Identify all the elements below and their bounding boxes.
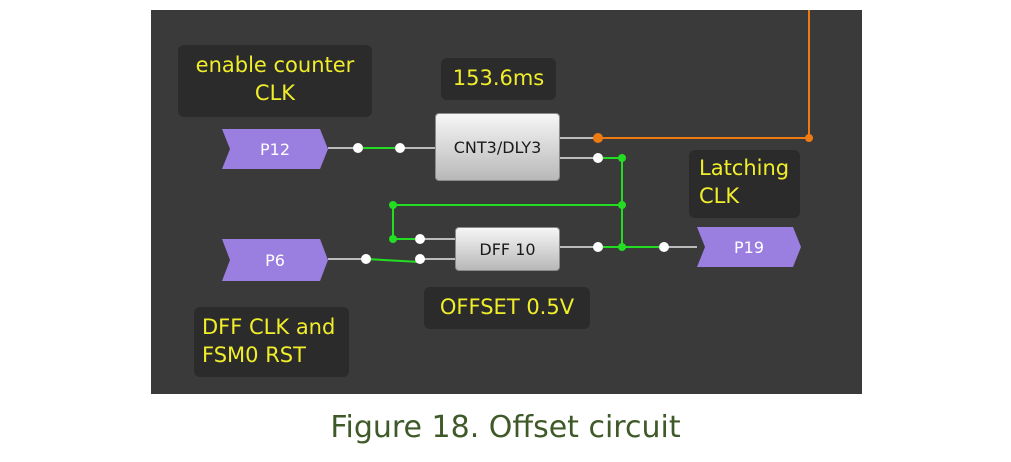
node-dff-in1 (415, 234, 425, 244)
node-p19-in (659, 242, 669, 252)
pin-p6-label: P6 (265, 250, 285, 270)
pin-p19-label: P19 (733, 237, 764, 257)
note-delay: 153.6ms (441, 58, 556, 100)
figure-caption: Figure 18. Offset circuit (330, 410, 681, 445)
note-dff-line2: FSM0 RST (202, 343, 306, 367)
pin-p12-label: P12 (259, 139, 290, 159)
node-cnt-out1 (593, 133, 603, 143)
node-p6-out (361, 254, 371, 264)
green-wire-cnt-out (598, 157, 623, 247)
node-junction-left-top (389, 201, 397, 209)
note-latching-line2: CLK (699, 184, 740, 208)
note-offset-text: OFFSET 0.5V (439, 295, 575, 319)
pin-p19[interactable]: P19 (697, 227, 801, 267)
node-junction-mid (618, 201, 626, 209)
note-latching-clk: Latching CLK (689, 150, 800, 218)
node-orange-corner (805, 134, 813, 142)
note-enable-line2: CLK (254, 81, 296, 105)
pin-p12-shape (222, 129, 328, 169)
orange-wire (598, 10, 810, 139)
note-enable-counter-clk: enable counter CLK (178, 45, 372, 117)
pin-p6[interactable]: P6 (222, 239, 328, 281)
note-dff-line1: DFF CLK and (202, 315, 336, 339)
node-cnt-in (395, 143, 405, 153)
node-cnt-out2 (593, 153, 603, 163)
dff10-block[interactable]: DFF 10 (455, 227, 560, 271)
node-junction-top (618, 154, 626, 162)
pin-p12[interactable]: P12 (222, 129, 328, 169)
node-junction-left-bottom (389, 235, 397, 243)
node-dff-out (593, 242, 603, 252)
note-latching-line1: Latching (699, 156, 790, 180)
note-dff-clk-fsm-rst: DFF CLK and FSM0 RST (194, 307, 349, 377)
cnt3-dly3-label: CNT3/DLY3 (453, 137, 542, 157)
green-wire-feedback (392, 204, 622, 240)
green-wire-p6-dff (365, 258, 421, 263)
node-dff-in2 (415, 254, 425, 264)
cnt3-dly3-block[interactable]: CNT3/DLY3 (435, 113, 560, 181)
note-delay-text: 153.6ms (452, 66, 545, 90)
node-p12-out (353, 143, 363, 153)
pin-p6-shape (222, 239, 328, 281)
pin-p19-shape (697, 227, 801, 267)
note-offset: OFFSET 0.5V (424, 287, 590, 329)
note-enable-line1: enable counter (195, 53, 355, 77)
node-junction-out (618, 243, 626, 251)
dff10-label: DFF 10 (479, 239, 536, 259)
